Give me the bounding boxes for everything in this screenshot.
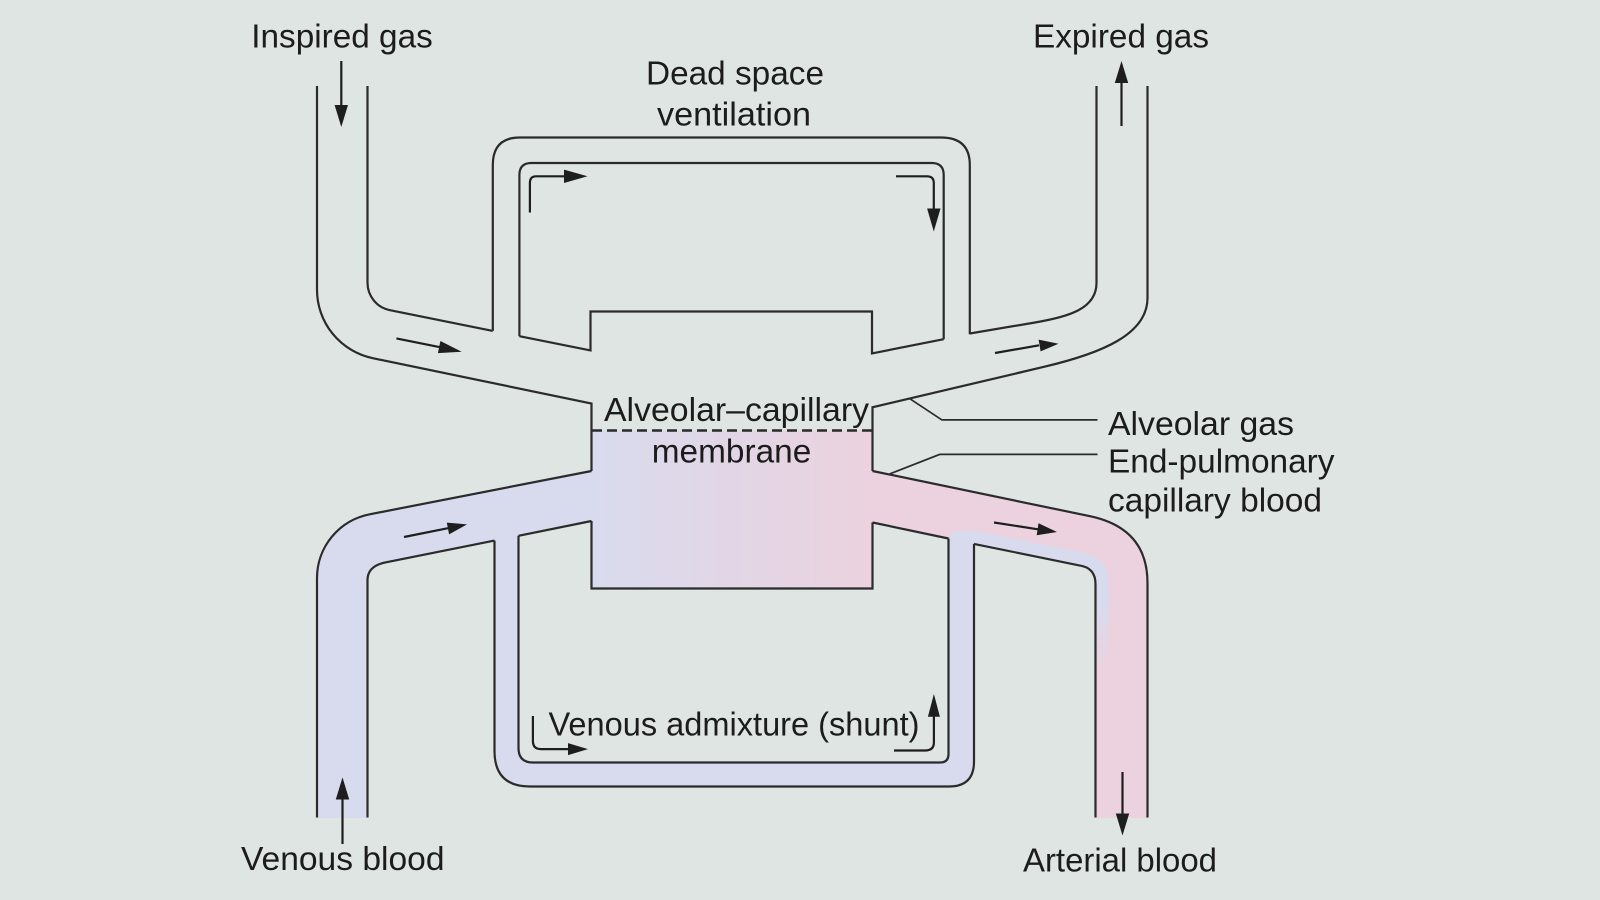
svg-text:Alveolar–capillary: Alveolar–capillary — [604, 392, 869, 429]
svg-text:Dead space: Dead space — [646, 56, 824, 93]
svg-text:Venous blood: Venous blood — [241, 841, 445, 878]
svg-text:membrane: membrane — [652, 434, 812, 471]
svg-text:Alveolar gas: Alveolar gas — [1108, 406, 1294, 443]
svg-text:ventilation: ventilation — [657, 97, 811, 134]
svg-text:Arterial blood: Arterial blood — [1023, 843, 1217, 880]
svg-text:Inspired gas: Inspired gas — [251, 19, 433, 56]
svg-text:capillary blood: capillary blood — [1108, 483, 1322, 520]
svg-text:Expired gas: Expired gas — [1033, 19, 1209, 56]
svg-text:End-pulmonary: End-pulmonary — [1108, 444, 1335, 481]
svg-text:Venous admixture (shunt): Venous admixture (shunt) — [549, 707, 920, 744]
